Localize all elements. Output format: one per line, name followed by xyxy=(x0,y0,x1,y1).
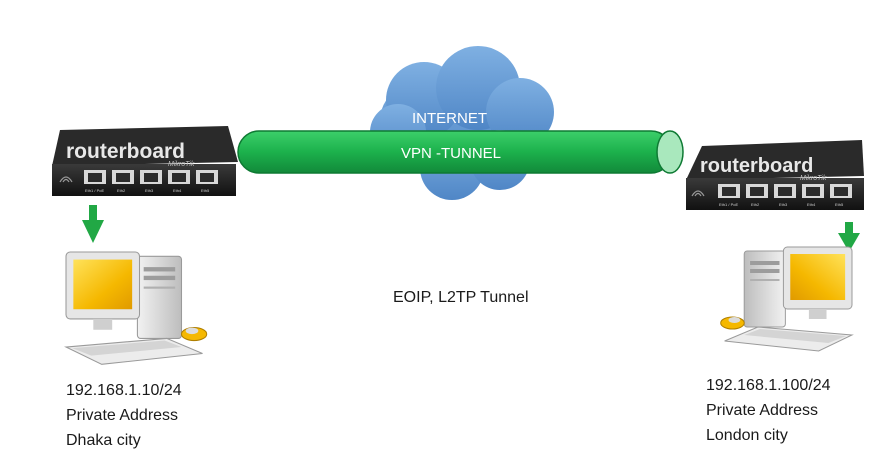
right-down-arrow xyxy=(838,222,860,252)
right-site-info: 192.168.1.100/24 Private Address London … xyxy=(706,373,831,448)
left-address-type: Private Address xyxy=(66,407,179,424)
right-port-label-4: Eth4 xyxy=(807,202,816,207)
left-computer-icon xyxy=(65,251,208,365)
left-router: routerboard MikroTik Eth1 / PoE Eth2 Eth… xyxy=(52,126,238,196)
left-ip-address: 192.168.1.10/24 xyxy=(66,382,182,399)
left-city: Dhaka city xyxy=(66,432,141,449)
right-port-label-1: Eth1 / PoE xyxy=(719,202,738,207)
vpn-tunnel xyxy=(237,130,684,174)
right-router-subbrand: MikroTik xyxy=(800,175,827,182)
vpn-tunnel-label: VPN -TUNNEL xyxy=(401,145,502,162)
tunnel-protocol-label: EOIP, L2TP Tunnel xyxy=(393,289,529,306)
left-router-subbrand: MikroTik xyxy=(168,161,195,168)
left-port-label-2: Eth2 xyxy=(117,188,126,193)
left-router-ports xyxy=(84,170,218,184)
left-port-label-1: Eth1 / PoE xyxy=(85,188,104,193)
left-site-info: 192.168.1.10/24 Private Address Dhaka ci… xyxy=(66,378,182,453)
right-router-brand: routerboard xyxy=(700,155,813,177)
left-port-label-4: Eth4 xyxy=(173,188,182,193)
left-port-label-3: Eth3 xyxy=(145,188,154,193)
right-router: routerboard MikroTik Eth1 / PoE Eth2 Eth… xyxy=(686,140,864,210)
left-router-brand: routerboard xyxy=(66,140,185,163)
right-port-label-2: Eth2 xyxy=(751,202,760,207)
right-ip-address: 192.168.1.100/24 xyxy=(706,377,831,394)
left-port-label-5: Eth5 xyxy=(201,188,210,193)
internet-label: INTERNET xyxy=(412,110,487,127)
right-address-type: Private Address xyxy=(706,402,819,419)
left-down-arrow xyxy=(82,205,104,243)
right-city: London city xyxy=(706,427,788,444)
right-port-label-5: Eth5 xyxy=(835,202,844,207)
right-port-label-3: Eth3 xyxy=(779,202,788,207)
right-computer-icon xyxy=(720,246,853,352)
right-router-ports xyxy=(718,184,852,198)
